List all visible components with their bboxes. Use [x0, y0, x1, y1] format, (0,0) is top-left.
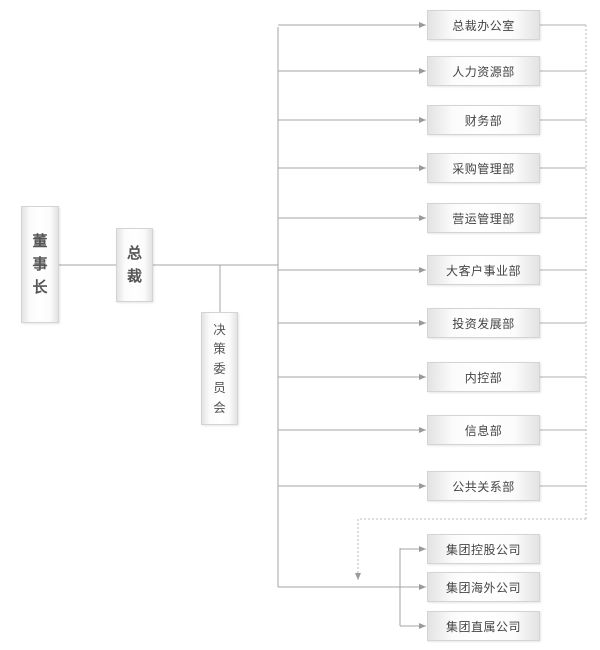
dept-box: 总裁办公室 [427, 10, 540, 40]
dept-box: 大客户事业部 [427, 255, 540, 285]
dept-label: 采购管理部 [452, 161, 515, 176]
committee-label: 决策委员会 [213, 322, 226, 415]
dept-label: 信息部 [464, 423, 503, 438]
dept-box: 公共关系部 [427, 471, 540, 501]
dept-label: 营运管理部 [452, 211, 515, 226]
dept-label: 财务部 [464, 113, 503, 128]
dept-label: 大客户事业部 [445, 263, 521, 278]
committee-box: 决策委员会 [201, 312, 238, 425]
dept-label: 人力资源部 [452, 64, 515, 79]
subsidiary-label: 集团直属公司 [445, 619, 521, 634]
president-label: 总裁 [126, 243, 142, 285]
dept-box: 投资发展部 [427, 308, 540, 338]
president-box: 总裁 [116, 228, 153, 302]
chairman-label: 董事长 [32, 231, 48, 297]
dept-box: 人力资源部 [427, 56, 540, 86]
dept-box: 信息部 [427, 415, 540, 445]
subsidiary-label: 集团控股公司 [445, 542, 521, 557]
subsidiary-box: 集团海外公司 [427, 572, 540, 602]
chairman-box: 董事长 [21, 206, 59, 323]
subsidiary-label: 集团海外公司 [445, 580, 521, 595]
dept-label: 总裁办公室 [452, 18, 515, 33]
dept-box: 采购管理部 [427, 153, 540, 183]
dept-label: 公共关系部 [452, 479, 515, 494]
dept-label: 内控部 [464, 370, 503, 385]
subsidiary-box: 集团控股公司 [427, 534, 540, 564]
dept-box: 营运管理部 [427, 203, 540, 233]
dept-label: 投资发展部 [452, 316, 515, 331]
dept-box: 内控部 [427, 362, 540, 392]
subsidiary-box: 集团直属公司 [427, 611, 540, 641]
dept-box: 财务部 [427, 105, 540, 135]
